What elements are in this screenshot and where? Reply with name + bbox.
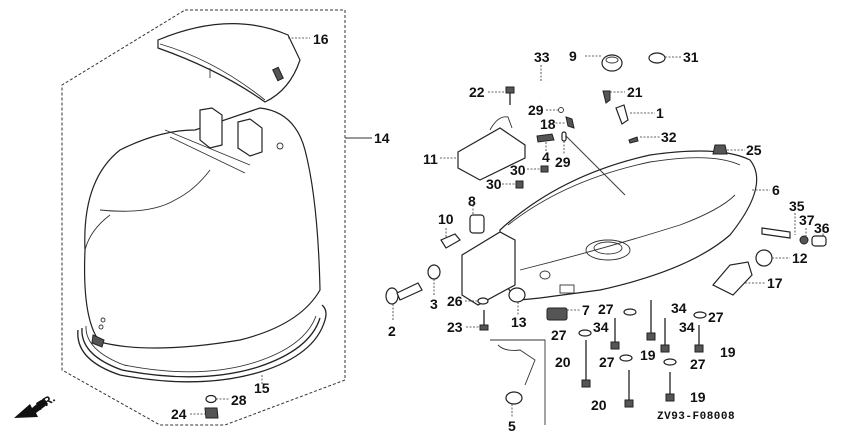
callout-27-b: 27 [708,309,724,325]
callout-14: 14 [374,130,390,146]
callout-31: 31 [683,49,699,65]
callout-19-c: 19 [690,389,706,405]
part-14-engine-cover [84,107,321,349]
callout-20-b: 20 [591,397,607,413]
callout-27-c: 27 [551,327,567,343]
callout-18: 18 [540,116,556,132]
callout-10: 10 [438,211,454,227]
callout-32: 32 [661,129,677,145]
assembly-boundary [61,9,346,426]
part-15-seal [77,304,327,385]
callout-22: 22 [469,84,485,100]
bolt-set [578,300,707,408]
callout-35: 35 [789,198,805,214]
callout-29-lower: 29 [555,154,571,170]
part-28-washer [205,394,217,404]
callout-2: 2 [388,323,396,339]
callout-9: 9 [569,48,577,64]
callout-19-a: 19 [640,347,656,363]
callout-27-a: 27 [598,301,614,317]
callout-11: 11 [423,151,438,167]
callout-8: 8 [468,193,476,209]
callout-37: 37 [799,212,815,228]
callout-33: 33 [534,49,550,65]
callout-36: 36 [814,220,830,236]
callout-26: 26 [447,293,463,309]
callout-4: 4 [542,149,550,165]
callout-19-b: 19 [720,344,736,360]
part-16-top-lid [157,23,310,103]
callout-24: 24 [171,406,187,422]
drawing-code: ZV93-F08008 [657,411,736,423]
callout-1: 1 [656,105,664,121]
callout-17: 17 [767,275,783,291]
callout-15: 15 [254,380,270,396]
front-direction-arrow [14,398,48,418]
callout-7: 7 [582,302,590,318]
callout-27-d: 27 [599,354,615,370]
callout-34-a: 34 [671,300,687,316]
callout-30-upper: 30 [510,162,526,178]
callout-27-e: 27 [690,356,706,372]
callout-5: 5 [508,418,516,434]
part-31-grommet [648,52,666,64]
callout-13: 13 [511,314,527,330]
callout-34-c: 34 [679,319,695,335]
callout-6: 6 [772,182,780,198]
callout-29-upper: 29 [528,102,544,118]
callout-25: 25 [746,142,762,158]
callout-20-a: 20 [555,354,571,370]
part-24-nut [204,407,219,419]
callout-3: 3 [430,296,438,312]
part-6-lower-cover [461,134,770,306]
callout-30-lower: 30 [486,176,502,192]
callout-23: 23 [447,319,463,335]
small-parts-group [385,52,827,425]
callout-34-b: 34 [593,319,609,335]
callout-21: 21 [627,84,643,100]
callout-28: 28 [231,392,247,408]
callout-16: 16 [313,31,329,47]
callout-12: 12 [792,250,808,266]
